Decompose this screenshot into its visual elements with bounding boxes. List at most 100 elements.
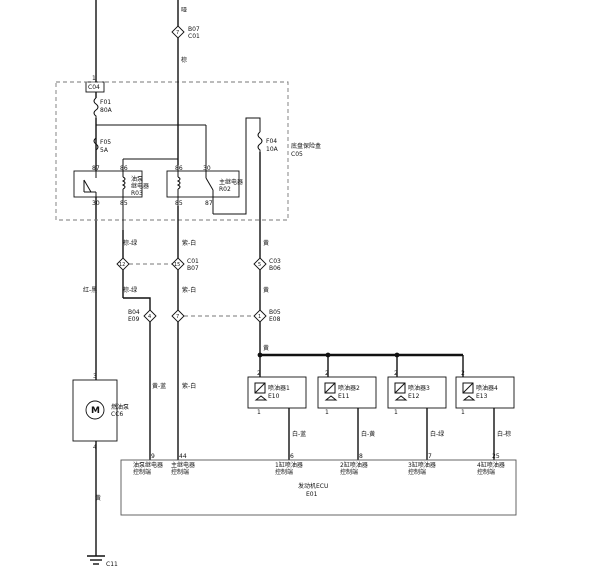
ecu-label-44-1: 主继电器 [171,461,195,469]
inj4-name: 喷油器4 [476,384,498,392]
connector-c04: C04 1 [85,75,105,93]
svg-text:7: 7 [176,30,179,36]
inj2-code: E11 [338,393,350,400]
ecu-pin44: 44 [179,453,187,460]
ecu-label-9-2: 控制端 [133,468,151,476]
ground-c11: C11 [87,555,118,568]
relay-r02: 86 30 85 87 主继电器 R02 [166,125,243,214]
injector-2: 2 1 喷油器2 E11 [317,370,377,416]
fuse-f04: F04 10A [257,131,279,153]
pump-symbol: M [91,406,100,416]
wire-to-b04 [123,297,151,310]
conn-12-label: 12 [119,262,125,268]
fuse-box-name: 底盘保险盒 [291,142,321,150]
ecu-label-8-2: 控制端 [340,468,358,476]
b04: B04 [128,309,140,316]
inj4-code: E13 [476,393,488,400]
wire-yellow-green: 黄-蓝 [152,382,166,390]
c01-top: C01 [188,33,200,40]
r02-pin87: 87 [205,200,213,207]
inj1-name: 喷油器1 [268,384,290,392]
conn-15-label: 15 [174,262,180,268]
f04-name: F04 [266,138,277,145]
connector-12: 12 [116,257,130,271]
b06: B06 [269,265,281,272]
wire-under-c01: 棕 [181,56,187,64]
r02-code: R02 [219,186,231,193]
inj4-pin2: 2 [461,370,465,377]
fuse-f01: F01 80A [93,97,113,118]
top-wire-color: 哑 [181,7,187,14]
conn-5-label: 5 [258,262,261,268]
wire-purple-white-2: 紫-白 [182,286,196,294]
ecu-label-8-1: 2缸喷油器 [340,461,368,469]
r03-pin85: 85 [120,200,128,207]
relay-r03: 87 86 30 85 油泵 继电器 R03 [73,159,149,230]
inj3-code: E12 [408,393,420,400]
ecu-label-7-1: 3缸喷油器 [408,461,436,469]
r03-pin30: 30 [92,200,100,207]
ecu-label-9-1: 油泵继电器 [133,461,163,469]
inj2-name: 喷油器2 [338,384,360,392]
inj1-pin2: 2 [257,370,261,377]
injector-1: 2 1 喷油器1 E10 [247,370,307,416]
ecu-pin6: 6 [290,453,294,460]
wire-yellow-bottom: 黄 [95,494,101,502]
b05: B05 [269,309,281,316]
conn-7-label: 7 [176,314,179,320]
b07-mid: B07 [187,265,199,272]
r02-pin30: 30 [203,165,211,172]
wire-yellow-1: 黄 [263,239,269,247]
inj1-pin1: 1 [257,409,261,416]
injector-power-bus [257,352,464,377]
conn-1-label: 1 [258,314,261,320]
fuse-box-code: C05 [291,151,303,158]
wire-inj4: 白-棕 [497,430,511,438]
wire-inj3: 白-绿 [430,430,444,438]
wire-yellow-3: 黄 [263,344,269,352]
connector-7-mid: 7 [171,309,185,323]
f01-rating: 80A [100,107,113,114]
injector-4: 2 1 喷油器4 E13 [455,370,515,416]
ecu-pin8: 8 [359,453,363,460]
r02-output-wire [213,117,252,215]
f01-name: F01 [100,99,111,106]
fuse-box-boundary [55,81,289,221]
wire-inj2: 白-黄 [361,430,375,438]
ecu-code: E01 [306,491,318,498]
c01-mid: C01 [187,258,199,265]
inj4-pin1: 1 [461,409,465,416]
inj3-name: 喷油器3 [408,384,430,392]
r03-name-1: 油泵 [131,175,143,183]
ecu-pin25: 25 [492,453,500,460]
connector-4: 4 B04 E09 [128,309,157,323]
inj1-code: E10 [268,393,280,400]
pump-pin3: 3 [93,373,97,380]
injector-3: 2 1 喷油器3 E12 [387,370,447,416]
c03: C03 [269,258,281,265]
wire-purple-white-1: 紫-白 [182,239,196,247]
f04-feed [252,117,261,132]
inj2-pin2: 2 [325,370,329,377]
b07-top: B07 [188,26,200,33]
inj3-pin2: 2 [394,370,398,377]
ecu-label-44-2: 控制端 [171,468,189,476]
e08: E08 [269,316,281,323]
connector-15: 15 C01 B07 [171,257,199,272]
wire-red-black: 红-黑 [83,286,97,294]
ecu-name: 发动机ECU [298,482,328,490]
f04-rating: 10A [266,146,279,153]
conn-4-label: 4 [148,314,151,320]
pump-code: CC6 [111,411,123,418]
ecu-label-25-1: 4缸喷油器 [477,461,505,469]
ecu-label-6-2: 控制端 [275,468,293,476]
f05-rating: 5A [100,147,109,154]
e09: E09 [128,316,140,323]
r03-pin87: 87 [92,165,100,172]
r02-pin85: 85 [175,200,183,207]
r03-pin86: 86 [120,165,128,172]
ecu-pin7: 7 [428,453,432,460]
ecu-pin9: 9 [151,453,155,460]
ecu-label-7-2: 控制端 [408,468,426,476]
